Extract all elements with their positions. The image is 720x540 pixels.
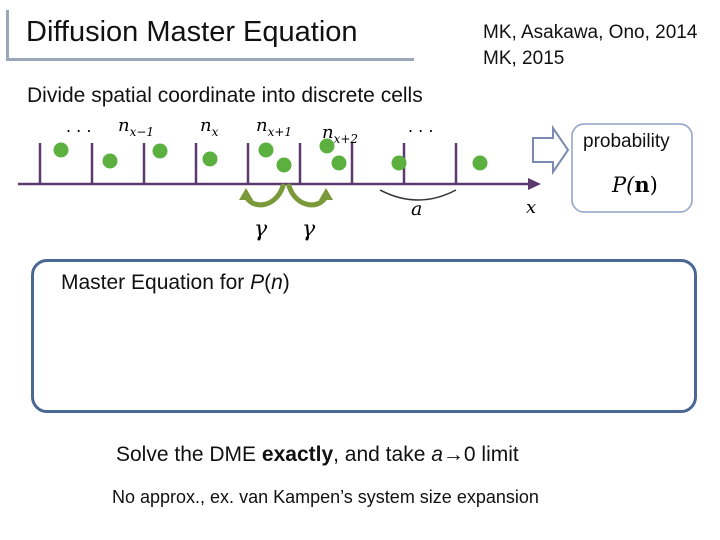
master-equation-title: Master Equation for P(n)	[61, 271, 290, 295]
reference-1: MK, Asakawa, Ono, 2014	[483, 22, 698, 43]
hop-arrow-left-head	[239, 188, 253, 200]
master-title-P: P	[250, 271, 265, 294]
particle	[152, 143, 168, 159]
master-title-close: )	[282, 271, 290, 294]
solve-middle: , and take	[333, 443, 432, 466]
lattice-diagram: . . . . . . nx−1 nx nx+1 nx+2 γ γ a x P(…	[18, 115, 693, 242]
particle	[202, 151, 218, 167]
arrow-to-probability-icon	[532, 124, 570, 176]
ellipsis-right: . . .	[408, 117, 433, 136]
cell-label-n-x: nx	[200, 115, 219, 139]
title-left-rule	[6, 10, 9, 60]
particle	[331, 155, 347, 171]
right-arrow-icon: →	[442, 443, 464, 466]
particle	[276, 157, 292, 173]
hop-arrows	[243, 183, 329, 208]
page-title: Diffusion Master Equation	[26, 16, 358, 48]
reference-2: MK, 2015	[483, 48, 565, 69]
axis-label-x: x	[526, 197, 536, 218]
x-axis-arrowhead	[528, 178, 541, 190]
probability-box	[571, 123, 693, 213]
solve-emphasis: exactly	[261, 443, 334, 466]
particle	[472, 155, 488, 171]
solve-prefix: Solve the DME	[116, 443, 262, 466]
particle	[319, 138, 335, 154]
cell-size-label: a	[411, 198, 422, 220]
master-title-prefix: Master Equation for	[61, 271, 251, 294]
approximation-note: No approx., ex. van Kampen’s system size…	[112, 487, 539, 507]
title-bottom-rule	[6, 58, 414, 61]
master-equation-box	[31, 259, 697, 413]
hop-arrow-left	[243, 183, 286, 208]
hop-arrow-right	[286, 183, 329, 208]
probability-function: P(n)	[611, 172, 658, 197]
solve-suffix: 0 limit	[463, 443, 519, 466]
probability-label: probability	[583, 131, 670, 152]
subtitle: Divide spatial coordinate into discrete …	[27, 84, 423, 107]
cell-size-brace	[379, 189, 457, 201]
ellipsis-left: . . .	[66, 117, 91, 136]
hop-arrow-right-head	[319, 188, 333, 200]
master-title-open: (	[264, 271, 272, 294]
particle	[258, 142, 274, 158]
cell-label-n-x-plus-2: nx+2	[322, 122, 358, 146]
title-underline-frame	[6, 8, 414, 61]
solve-statement: Solve the DME exactly, and take a→0 limi…	[116, 443, 519, 467]
particle	[53, 142, 69, 158]
cell-label-n-x-minus-1: nx−1	[118, 115, 154, 139]
master-title-n: n	[271, 271, 283, 294]
cell-label-n-x-plus-1: nx+1	[256, 115, 292, 139]
references: MK, Asakawa, Ono, 2014 MK, 2015	[483, 20, 697, 72]
solve-var: a	[431, 443, 443, 466]
particle	[391, 155, 407, 171]
hop-rate-left: γ	[254, 217, 268, 242]
hop-rate-right: γ	[302, 217, 316, 242]
particle	[102, 153, 118, 169]
particles	[53, 138, 488, 173]
